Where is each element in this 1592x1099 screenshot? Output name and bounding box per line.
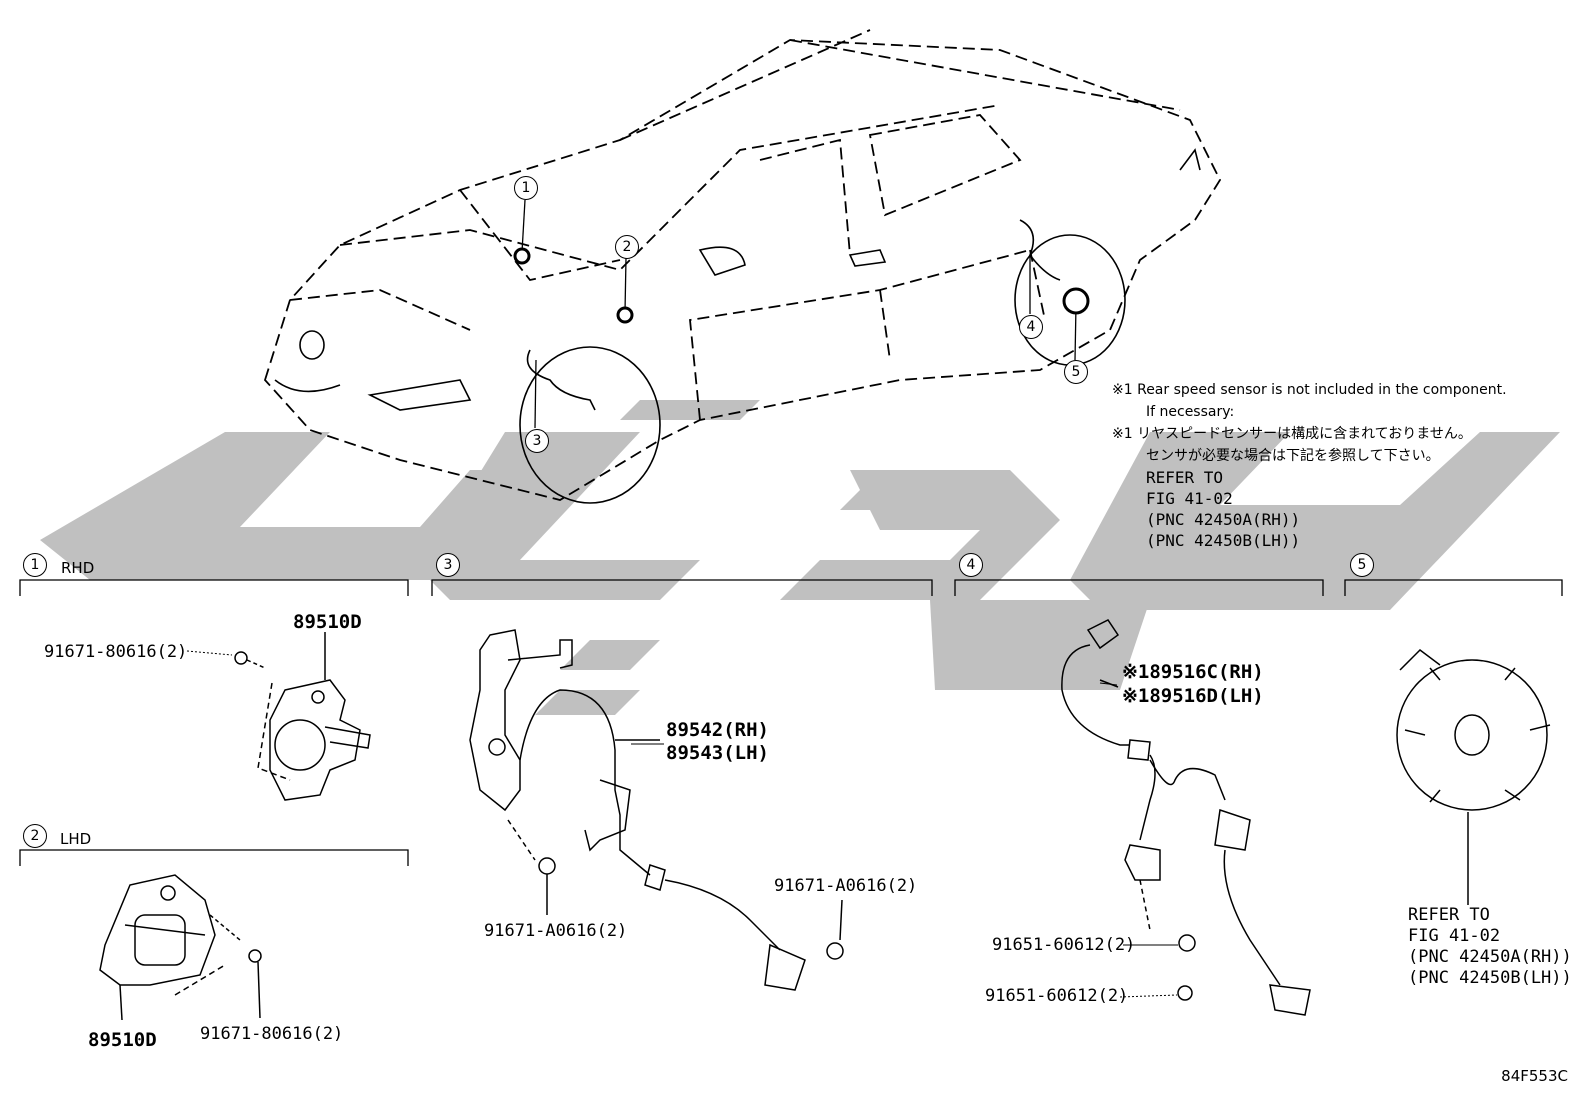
note-ref-line3: (PNC 42450A(RH)) <box>1146 510 1301 529</box>
part-rhd-bolt[interactable]: 91671-80616(2) <box>44 642 188 662</box>
hub-ref-line2: FIG 41-02 <box>1408 926 1501 946</box>
rear-hub-drawing <box>1396 649 1551 905</box>
rhd-bolt-leader <box>186 650 233 656</box>
part-rear-bolt-a[interactable]: 91651-60612(2) <box>992 935 1136 955</box>
note-ref-line4: (PNC 42450B(LH)) <box>1146 531 1301 550</box>
part-lhd-bolt[interactable]: 91671-80616(2) <box>200 1024 344 1044</box>
hub-reference: REFER TO FIG 41-02 (PNC 42450A(RH)) (PNC… <box>1408 905 1572 989</box>
rear-sensor-note: ※1 Rear speed sensor is not included in … <box>1112 379 1507 551</box>
figure-code: 84F553C <box>1501 1067 1568 1085</box>
callout-3: 3 <box>525 429 549 453</box>
part-rear-sensor-lh[interactable]: ※189516D(LH) <box>1122 685 1264 707</box>
note-mark-jp: ※1 <box>1112 426 1133 442</box>
note-ref-line1: REFER TO <box>1146 468 1224 487</box>
label-leaders <box>631 682 1118 745</box>
part-front-sensor-rh[interactable]: 89542(RH) <box>666 719 769 741</box>
part-rear-bolt-b[interactable]: 91651-60612(2) <box>985 986 1129 1006</box>
rear-sensor-drawing <box>1061 619 1311 1016</box>
lhd-sensor-drawing <box>99 874 262 1021</box>
note-en-line2: If necessary: <box>1146 404 1235 420</box>
callout-4: 4 <box>1019 315 1043 339</box>
section-2-number: 2 <box>23 824 47 848</box>
callout-5: 5 <box>1064 360 1088 384</box>
callout-1: 1 <box>514 176 538 200</box>
hub-ref-line4: (PNC 42450B(LH)) <box>1408 968 1572 988</box>
note-en-line1: Rear speed sensor is not included in the… <box>1137 382 1507 398</box>
callout-2: 2 <box>615 235 639 259</box>
section-3-number: 3 <box>436 553 460 577</box>
part-front-bolt-a[interactable]: 91671-A0616(2) <box>484 921 628 941</box>
section-1-tag: RHD <box>61 559 95 577</box>
section-2-tag: LHD <box>60 830 92 848</box>
note-ref-line2: FIG 41-02 <box>1146 489 1233 508</box>
car-body-solid <box>274 148 1201 504</box>
hub-ref-line3: (PNC 42450A(RH)) <box>1408 947 1572 967</box>
section-5-number: 5 <box>1350 553 1374 577</box>
part-front-bolt-b[interactable]: 91671-A0616(2) <box>774 876 918 896</box>
part-rhd-sensor[interactable]: 89510D <box>293 611 362 633</box>
section-1-number: 1 <box>23 553 47 577</box>
hub-ref-line1: REFER TO <box>1408 905 1490 925</box>
rear-bolt-b-leader <box>1119 994 1178 998</box>
note-jp-line2: センサが必要な場合は下記を参照して下さい。 <box>1146 448 1440 464</box>
section-4-number: 4 <box>959 553 983 577</box>
callout-leaders <box>521 199 1077 429</box>
watermark-logo <box>40 400 1560 715</box>
part-lhd-sensor[interactable]: 89510D <box>88 1029 157 1051</box>
callout-targets <box>513 247 1090 324</box>
rhd-sensor-drawing <box>234 632 371 801</box>
section-brackets <box>19 579 1563 866</box>
car-outline <box>263 29 1222 501</box>
note-mark: ※1 <box>1112 382 1133 398</box>
note-jp-line1: リヤスピードセンサーは構成に含まれておりません。 <box>1137 426 1472 442</box>
part-rear-sensor-rh[interactable]: ※189516C(RH) <box>1122 661 1264 683</box>
front-sensor-drawing <box>469 629 844 991</box>
part-front-sensor-lh[interactable]: 89543(LH) <box>666 742 769 764</box>
